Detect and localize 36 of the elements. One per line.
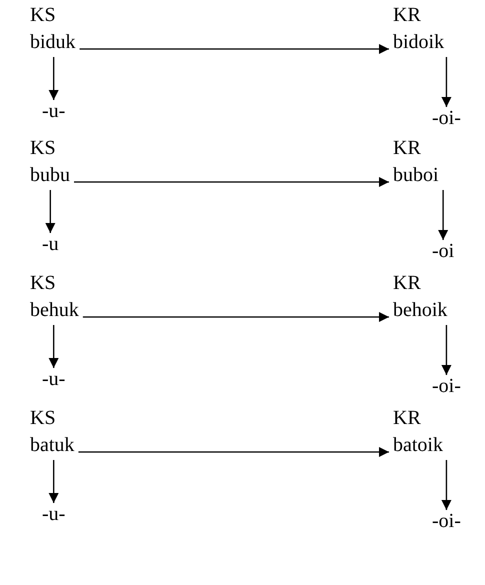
word-label: buboi [393,163,439,188]
word-label: KS [30,136,57,161]
word-label: batoik [393,433,443,458]
word-label: KR [393,271,422,296]
arrow [441,460,452,510]
arrow [441,57,452,107]
arrow [78,447,389,457]
word-label: behoik [393,298,448,323]
word-label: behuk [30,298,79,323]
word-label: KR [393,3,422,28]
word-label: batuk [30,433,74,458]
arrow [48,325,59,368]
word-label: -u- [42,100,66,122]
arrow [48,57,59,100]
word-label: -oi- [432,375,461,397]
word-label: biduk [30,30,76,55]
word-label: -u- [42,503,66,525]
arrow [74,177,389,187]
word-label: KS [30,271,57,296]
word-label: bubu [30,163,70,188]
arrow [45,190,56,233]
word-label: KR [393,136,422,161]
arrow [82,312,389,322]
word-label: KS [30,406,57,431]
arrow [441,325,452,375]
arrow [48,460,59,503]
arrow [80,44,389,54]
word-label: -oi- [432,107,461,129]
word-label: -oi- [432,510,461,532]
word-label: KS [30,3,57,28]
word-label: bidoik [393,30,444,55]
arrow [438,190,448,240]
word-label: -u- [42,368,66,390]
word-label: -u [42,233,59,255]
word-label: -oi [432,240,454,262]
word-label: KR [393,406,422,431]
